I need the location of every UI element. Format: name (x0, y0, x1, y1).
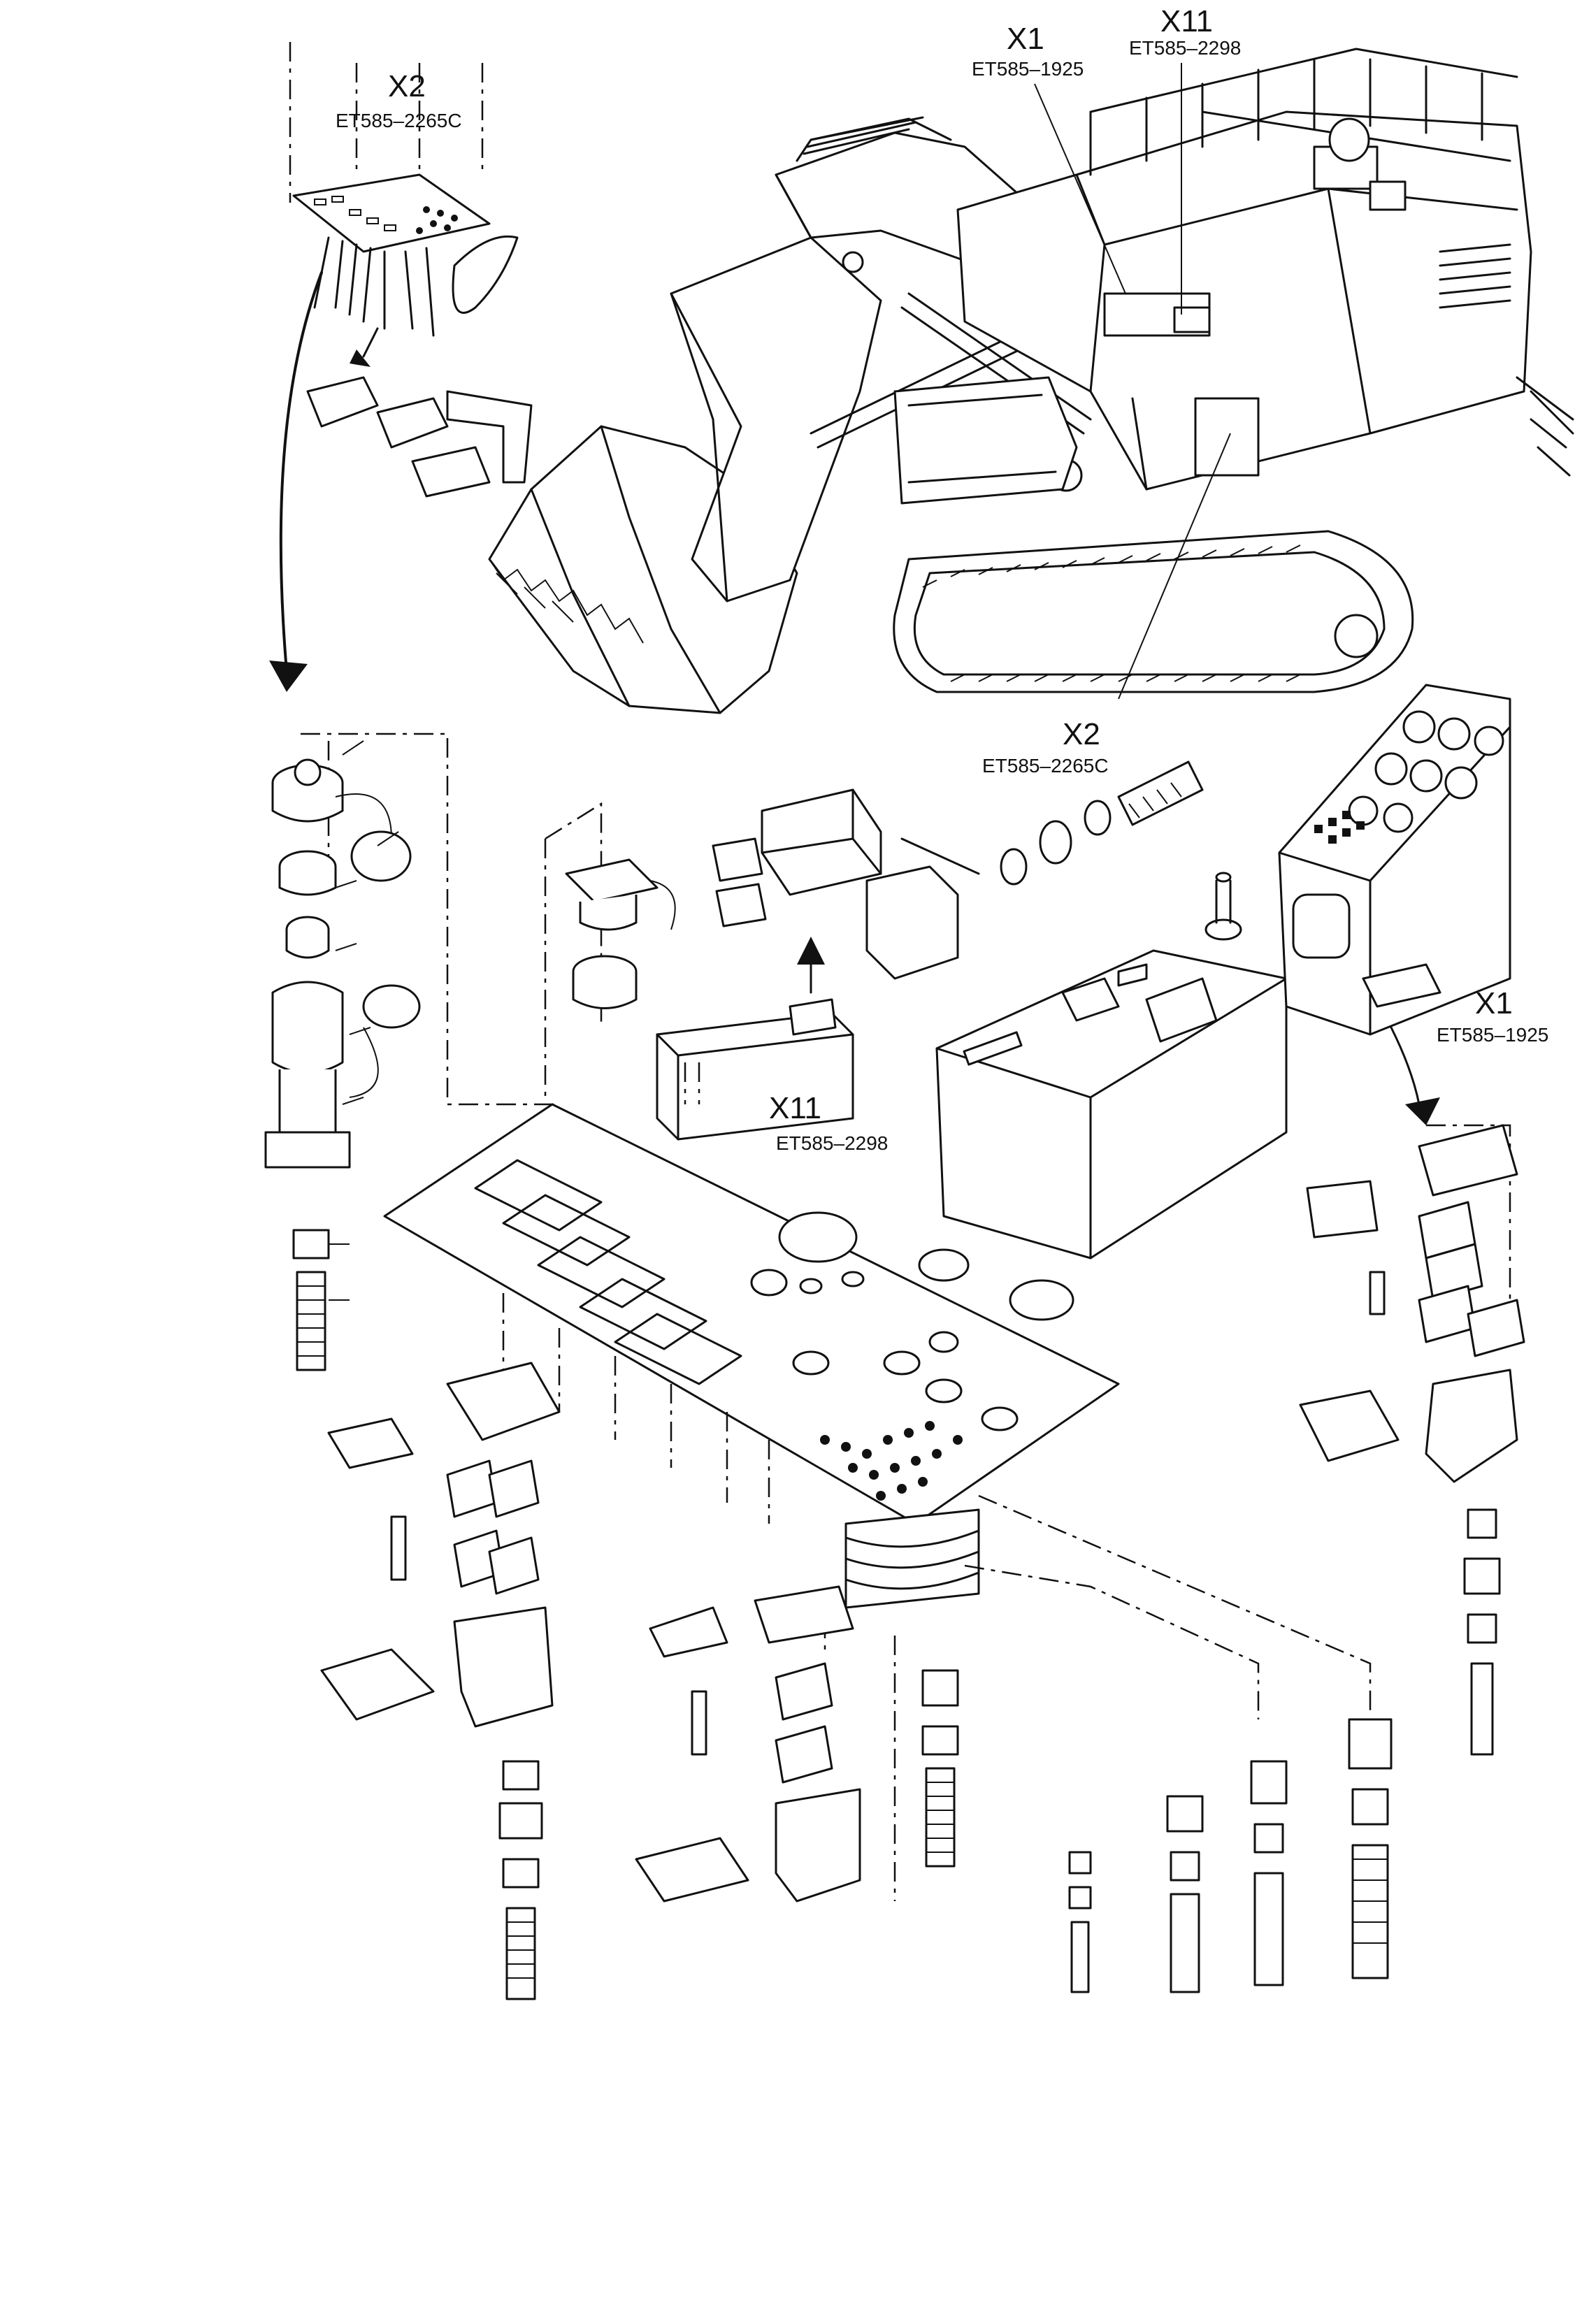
callout-part-number: ET585–2265C (982, 755, 1109, 777)
callout-x11-mid: X11 ET585–2298 (769, 1091, 888, 1154)
callout-code: X11 (769, 1091, 821, 1125)
callout-part-number: ET585–1925 (1437, 1024, 1548, 1046)
control-console (935, 872, 1288, 1260)
callout-code: X2 (1063, 717, 1100, 751)
bottom-centre-connector (635, 1585, 861, 1903)
right-connector-stack (1299, 1124, 1525, 1756)
callout-part-number: ET585–2265C (336, 110, 462, 131)
callout-code: X1 (1007, 22, 1044, 56)
callout-part-number: ET585–1925 (972, 58, 1084, 80)
callout-x1-right: X1 ET585–1925 (1437, 986, 1548, 1046)
track-assembly (893, 376, 1414, 693)
right-control-cabinet (1278, 684, 1511, 1125)
callout-x1-top: X1 ET585–1925 (972, 22, 1084, 80)
bottom-hose-fittings (921, 1669, 1393, 1993)
left-plug-stack (264, 732, 559, 1371)
callout-code: X11 (1160, 4, 1213, 38)
x2-connector-detail (269, 42, 533, 692)
x2-hose-connectors (900, 760, 1204, 886)
x2-middle-parts (544, 802, 676, 1097)
callout-x11-top: X11 ET585–2298 (1129, 4, 1241, 59)
excavator-illustration (488, 48, 1574, 714)
callout-x2-mid: X2 ET585–2265C (982, 717, 1109, 777)
callout-part-number: ET585–2298 (776, 1132, 888, 1154)
callout-part-number: ET585–2298 (1129, 37, 1241, 59)
bottom-left-connector (320, 1362, 561, 2000)
x11-middle-parts (656, 788, 959, 1141)
callout-x2-top: X2 ET585–2265C (336, 69, 462, 131)
callout-code: X1 (1475, 986, 1513, 1020)
